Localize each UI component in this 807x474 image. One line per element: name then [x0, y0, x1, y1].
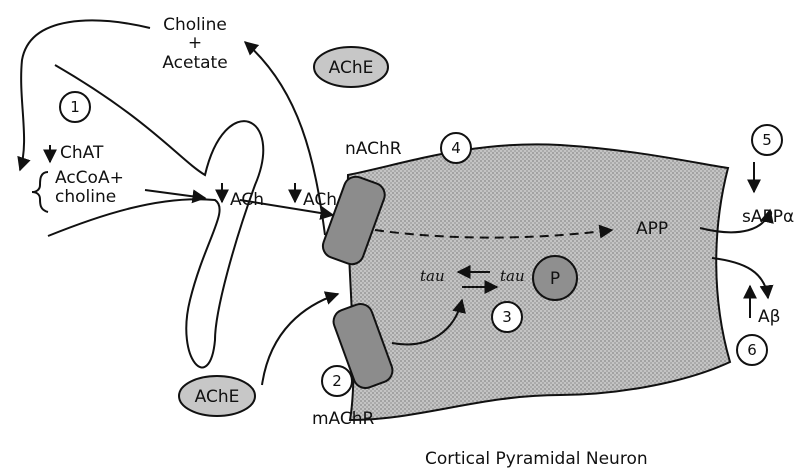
step-6-number: 6	[747, 341, 757, 359]
accoa-label: AcCoA+	[55, 168, 124, 188]
app-to-abeta-arrow	[712, 258, 768, 298]
abeta-label: Aβ	[758, 307, 780, 327]
tau-right-label: tau	[500, 267, 525, 285]
step-3-number: 3	[502, 308, 512, 326]
substrate-brace	[32, 172, 48, 212]
sapp-label: sAPPα	[742, 207, 794, 227]
step-2-number: 2	[332, 372, 342, 390]
choline-label: Choline	[163, 15, 227, 35]
ach-left-label: ACh	[230, 190, 264, 210]
choline-substrate-label: choline	[55, 187, 116, 207]
acetate-label: Acetate	[162, 53, 227, 73]
step-1-number: 1	[70, 98, 80, 116]
nachr-label: nAChR	[345, 139, 402, 159]
chat-label: ChAT	[60, 143, 104, 163]
phosphate-label: P	[550, 269, 560, 289]
app-label: APP	[636, 219, 668, 239]
ache-top-label: AChE	[329, 58, 374, 78]
figure-caption: Cortical Pyramidal Neuron	[425, 449, 648, 469]
tau-left-label: tau	[420, 267, 445, 285]
machr-label: mAChR	[312, 409, 375, 429]
step-4-number: 4	[451, 139, 461, 157]
plus-sign: +	[188, 33, 202, 53]
step-5-number: 5	[762, 131, 772, 149]
choline-to-ach-arrow	[145, 190, 205, 198]
ach-right-label: ACh	[303, 190, 337, 210]
ache-bottom-label: AChE	[195, 387, 240, 407]
